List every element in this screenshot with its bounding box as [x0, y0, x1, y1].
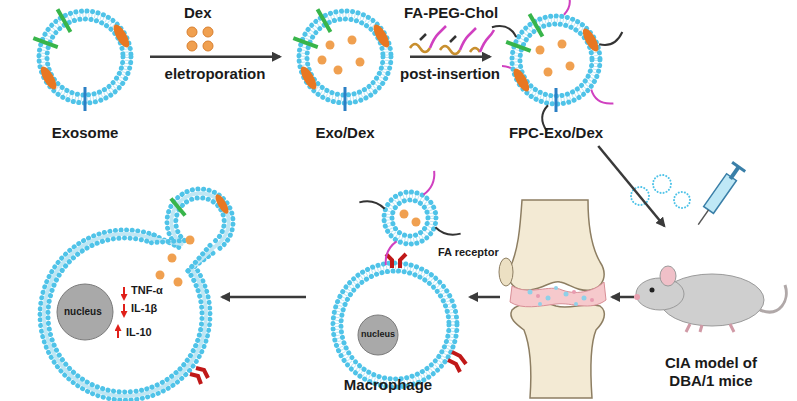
dex-cargo [156, 271, 165, 280]
figure-node: Exo/Dex [280, 2, 410, 146]
membrane-protein [344, 87, 347, 111]
inner-leaflet [520, 24, 592, 96]
membrane-protein [555, 88, 558, 112]
flow-arrows [222, 296, 634, 299]
membrane-protein [56, 8, 72, 33]
fa-receptor [386, 254, 406, 268]
figure-label: FPC-Exo/Dex [490, 124, 622, 142]
fa-peg-chol-tail [564, 0, 570, 15]
membrane-protein [33, 36, 59, 49]
dex-cargo [412, 218, 421, 227]
membrane-protein [371, 22, 393, 50]
membrane-protein [316, 8, 332, 33]
dex-cargo [168, 254, 177, 263]
dex-cargo [174, 278, 183, 287]
fa-peg-chol-tail [591, 90, 613, 104]
cell-membrane [44, 234, 206, 396]
membrane-protein [506, 40, 532, 53]
injected-exosomes [631, 175, 690, 208]
inner-leaflet [307, 19, 383, 95]
fusion-cell-figure [40, 189, 233, 400]
dex-dots [187, 27, 213, 51]
flow-arrow [598, 146, 664, 226]
fa-peg-chol-tail [435, 227, 460, 234]
flow-arrow [150, 55, 280, 58]
fa-peg-chol-tail [386, 241, 397, 265]
macrophage-figure [333, 171, 466, 387]
fa-receptor [190, 368, 208, 384]
fa-peg-chol-tail [599, 32, 622, 45]
mouse [634, 266, 786, 332]
exo-dex-figure [293, 8, 393, 111]
figure-node: Exosome [20, 2, 150, 146]
nucleus-shape [57, 284, 113, 340]
fpc-exo-dex-figure [486, 0, 623, 131]
figure-label: Exo/Dex [280, 124, 410, 142]
fusion-neck [151, 241, 212, 271]
inner-leaflet [47, 19, 123, 95]
fa-peg-chol-tail [424, 171, 435, 195]
membrane-protein [213, 192, 231, 215]
membrane-protein [511, 66, 533, 94]
figure-label: Exosome [20, 124, 150, 142]
exosome-figure [33, 8, 133, 111]
figure-node: CIA model of DBA/1 mice [615, 226, 791, 394]
knee-joint [499, 200, 606, 398]
dex-cargo [326, 41, 335, 50]
dex-cargo [558, 40, 567, 49]
lipid-tails [388, 196, 432, 240]
dex-cargo [334, 66, 343, 75]
outer-leaflet [333, 263, 457, 387]
dex-cargo [318, 56, 327, 65]
syringe [692, 161, 746, 229]
annotation-label: IL-10 [126, 326, 152, 338]
membrane-protein [111, 22, 133, 50]
dex-cargo [536, 46, 545, 55]
annotation-label: FA-PEG-Chol [404, 4, 498, 21]
annotation-label: nucleus [64, 306, 102, 317]
membrane-protein [293, 36, 319, 49]
annotation-label: IL-1β [131, 302, 157, 314]
dex-cargo [566, 62, 575, 71]
annotation-label: FA receptor [438, 246, 499, 258]
dex-cargo [400, 210, 409, 219]
annotation-label: nucleus [361, 329, 395, 339]
cytokine-arrows [118, 287, 124, 338]
lipid-tails [337, 267, 453, 383]
dex-cargo [348, 36, 357, 45]
figure-label: Macrophage [318, 376, 458, 394]
flow-arrow [410, 55, 490, 58]
fa-peg-chol-tail [492, 26, 516, 37]
dex-cargo [356, 58, 365, 67]
cell-membrane [48, 238, 202, 392]
arrow-label: eletroporation [163, 65, 268, 82]
figure-label: CIA model of DBA/1 mice [651, 354, 771, 390]
membrane-protein [528, 13, 544, 38]
fa-receptor [448, 352, 466, 372]
membrane-protein [38, 64, 60, 92]
dex-cargo [186, 236, 195, 245]
membrane-protein [298, 64, 320, 92]
annotation-label: TNF-α [131, 284, 163, 296]
membrane-protein [169, 197, 186, 216]
membrane-protein [84, 87, 87, 111]
inner-leaflet [392, 200, 428, 236]
membrane-protein [580, 26, 602, 54]
fa-peg-chol-molecules [410, 26, 494, 54]
figure-node: FPC-Exo/Dex [490, 2, 622, 146]
annotation-label: Dex [184, 4, 212, 21]
dex-cargo [544, 68, 553, 77]
fusing-exosome-membrane [176, 198, 224, 243]
fa-peg-chol-tail [359, 201, 384, 208]
outer-leaflet [384, 192, 436, 244]
figure-node: Macrophage [318, 190, 474, 398]
nucleus-shape [358, 315, 398, 355]
inner-leaflet [341, 271, 449, 379]
arrow-label: post-insertion [398, 65, 502, 82]
cell-membrane [40, 230, 210, 400]
